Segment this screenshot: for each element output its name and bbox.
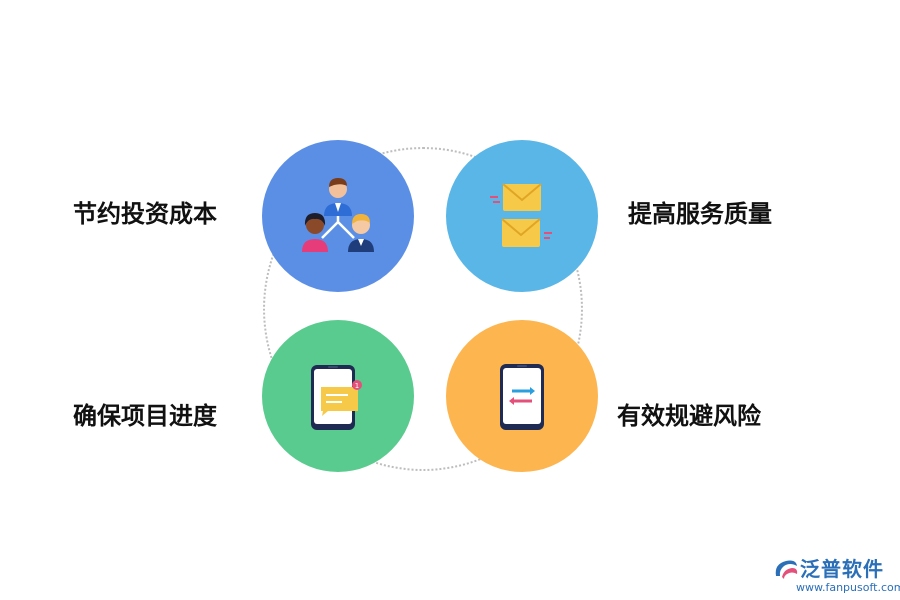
people-hierarchy-icon bbox=[302, 178, 374, 252]
dotted-ring bbox=[263, 147, 583, 471]
envelopes-icon bbox=[490, 183, 552, 247]
cost-saving-circle bbox=[262, 140, 414, 292]
project-schedule-circle: 1 bbox=[262, 320, 414, 472]
logo-url: www.fanpusoft.com bbox=[796, 581, 900, 594]
label-cost-saving: 节约投资成本 bbox=[73, 200, 217, 228]
label-service-quality: 提高服务质量 bbox=[628, 200, 772, 228]
svg-text:1: 1 bbox=[355, 382, 359, 390]
label-risk-avoidance: 有效规避风险 bbox=[617, 402, 761, 430]
fanpu-logo-icon bbox=[775, 560, 798, 579]
fanpu-logo: 泛普软件 www.fanpusoft.com bbox=[772, 553, 900, 599]
service-quality-circle bbox=[446, 140, 598, 292]
risk-avoidance-circle bbox=[446, 320, 598, 472]
logo-name: 泛普软件 bbox=[800, 557, 884, 581]
phone-message-icon: 1 bbox=[311, 365, 362, 430]
phone-transfer-icon bbox=[500, 364, 544, 430]
label-project-schedule: 确保项目进度 bbox=[73, 402, 217, 430]
